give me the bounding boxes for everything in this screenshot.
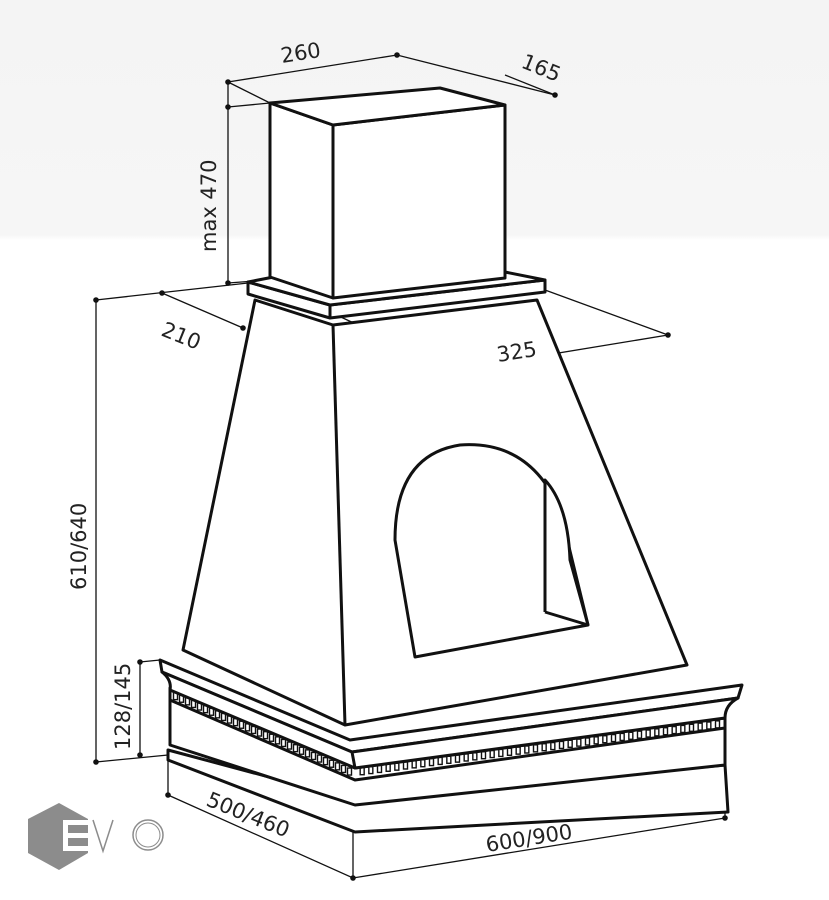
dentil bbox=[262, 730, 269, 740]
dentil bbox=[602, 735, 608, 744]
chimney-box bbox=[268, 86, 507, 300]
dentil bbox=[328, 759, 335, 768]
dentil bbox=[385, 763, 391, 772]
dentil bbox=[628, 731, 634, 740]
dim-chimney-depth: 165 bbox=[518, 49, 564, 86]
dentil bbox=[256, 728, 263, 737]
dentil bbox=[550, 741, 556, 751]
dentil bbox=[411, 760, 417, 769]
dentil bbox=[214, 710, 221, 719]
dentil bbox=[220, 712, 227, 722]
dentil bbox=[359, 767, 365, 776]
dentil bbox=[376, 764, 383, 774]
dentil-band bbox=[172, 691, 721, 776]
dentil bbox=[654, 728, 660, 737]
dentil bbox=[172, 691, 179, 701]
dentil bbox=[567, 739, 573, 748]
dentil bbox=[420, 759, 426, 768]
dentil bbox=[280, 738, 287, 748]
dentil bbox=[584, 737, 591, 746]
dentil bbox=[178, 694, 185, 703]
dentil bbox=[334, 762, 341, 771]
dentil bbox=[428, 757, 435, 767]
dim-total-height: 610/640 bbox=[67, 503, 91, 590]
dentil bbox=[184, 697, 191, 706]
dentil bbox=[268, 733, 275, 742]
dentil bbox=[310, 751, 317, 761]
dentil bbox=[292, 743, 299, 753]
dentil bbox=[238, 720, 245, 729]
dentil bbox=[541, 743, 547, 752]
dentil bbox=[610, 733, 617, 743]
dentil bbox=[446, 755, 452, 764]
dentil bbox=[645, 729, 651, 738]
dentil bbox=[202, 704, 209, 714]
dentil bbox=[636, 730, 643, 739]
dentil bbox=[680, 724, 686, 734]
dentil bbox=[593, 736, 599, 745]
dim-top-depth: 210 bbox=[158, 317, 204, 354]
dentil bbox=[394, 762, 400, 771]
dimension-lines bbox=[93, 52, 728, 881]
dentil bbox=[515, 746, 521, 755]
dentil bbox=[316, 754, 323, 763]
hood-cornice bbox=[158, 658, 744, 834]
dentil bbox=[619, 732, 625, 742]
dentil bbox=[437, 756, 443, 766]
dentil bbox=[196, 702, 203, 711]
dentil bbox=[506, 747, 513, 756]
dentil bbox=[226, 715, 233, 724]
dentil bbox=[489, 749, 495, 759]
hood-body bbox=[181, 298, 689, 727]
evo-logo bbox=[28, 803, 164, 870]
dentil bbox=[706, 721, 712, 730]
dentil bbox=[274, 736, 281, 745]
dentil bbox=[340, 764, 347, 774]
dentil bbox=[697, 722, 703, 731]
dentil bbox=[304, 749, 311, 758]
dentil bbox=[346, 767, 353, 776]
dentil bbox=[576, 738, 582, 747]
dentil bbox=[558, 740, 565, 750]
dentil bbox=[671, 725, 677, 735]
dentil bbox=[714, 720, 721, 729]
dentil bbox=[190, 699, 197, 709]
dentil bbox=[532, 744, 539, 753]
dentil bbox=[498, 748, 504, 758]
dentil bbox=[250, 725, 257, 735]
dentil bbox=[244, 723, 251, 732]
dentil bbox=[454, 754, 461, 763]
dentil bbox=[322, 756, 329, 766]
dentil bbox=[286, 741, 293, 750]
dentil bbox=[480, 751, 487, 760]
dim-cornice-height: 128/145 bbox=[111, 663, 135, 750]
dentil bbox=[368, 765, 374, 775]
dim-chimney-width: 260 bbox=[279, 38, 322, 68]
hood-window-arch bbox=[393, 443, 590, 659]
dim-chimney-height: max 470 bbox=[197, 159, 221, 252]
dentil bbox=[298, 746, 305, 755]
dentil bbox=[688, 723, 695, 732]
dentil bbox=[402, 761, 409, 770]
dentil bbox=[524, 745, 530, 754]
dentil bbox=[472, 752, 478, 761]
dentil bbox=[208, 707, 215, 716]
dentil bbox=[463, 753, 469, 762]
dentil bbox=[662, 727, 669, 736]
dentil bbox=[232, 717, 239, 727]
